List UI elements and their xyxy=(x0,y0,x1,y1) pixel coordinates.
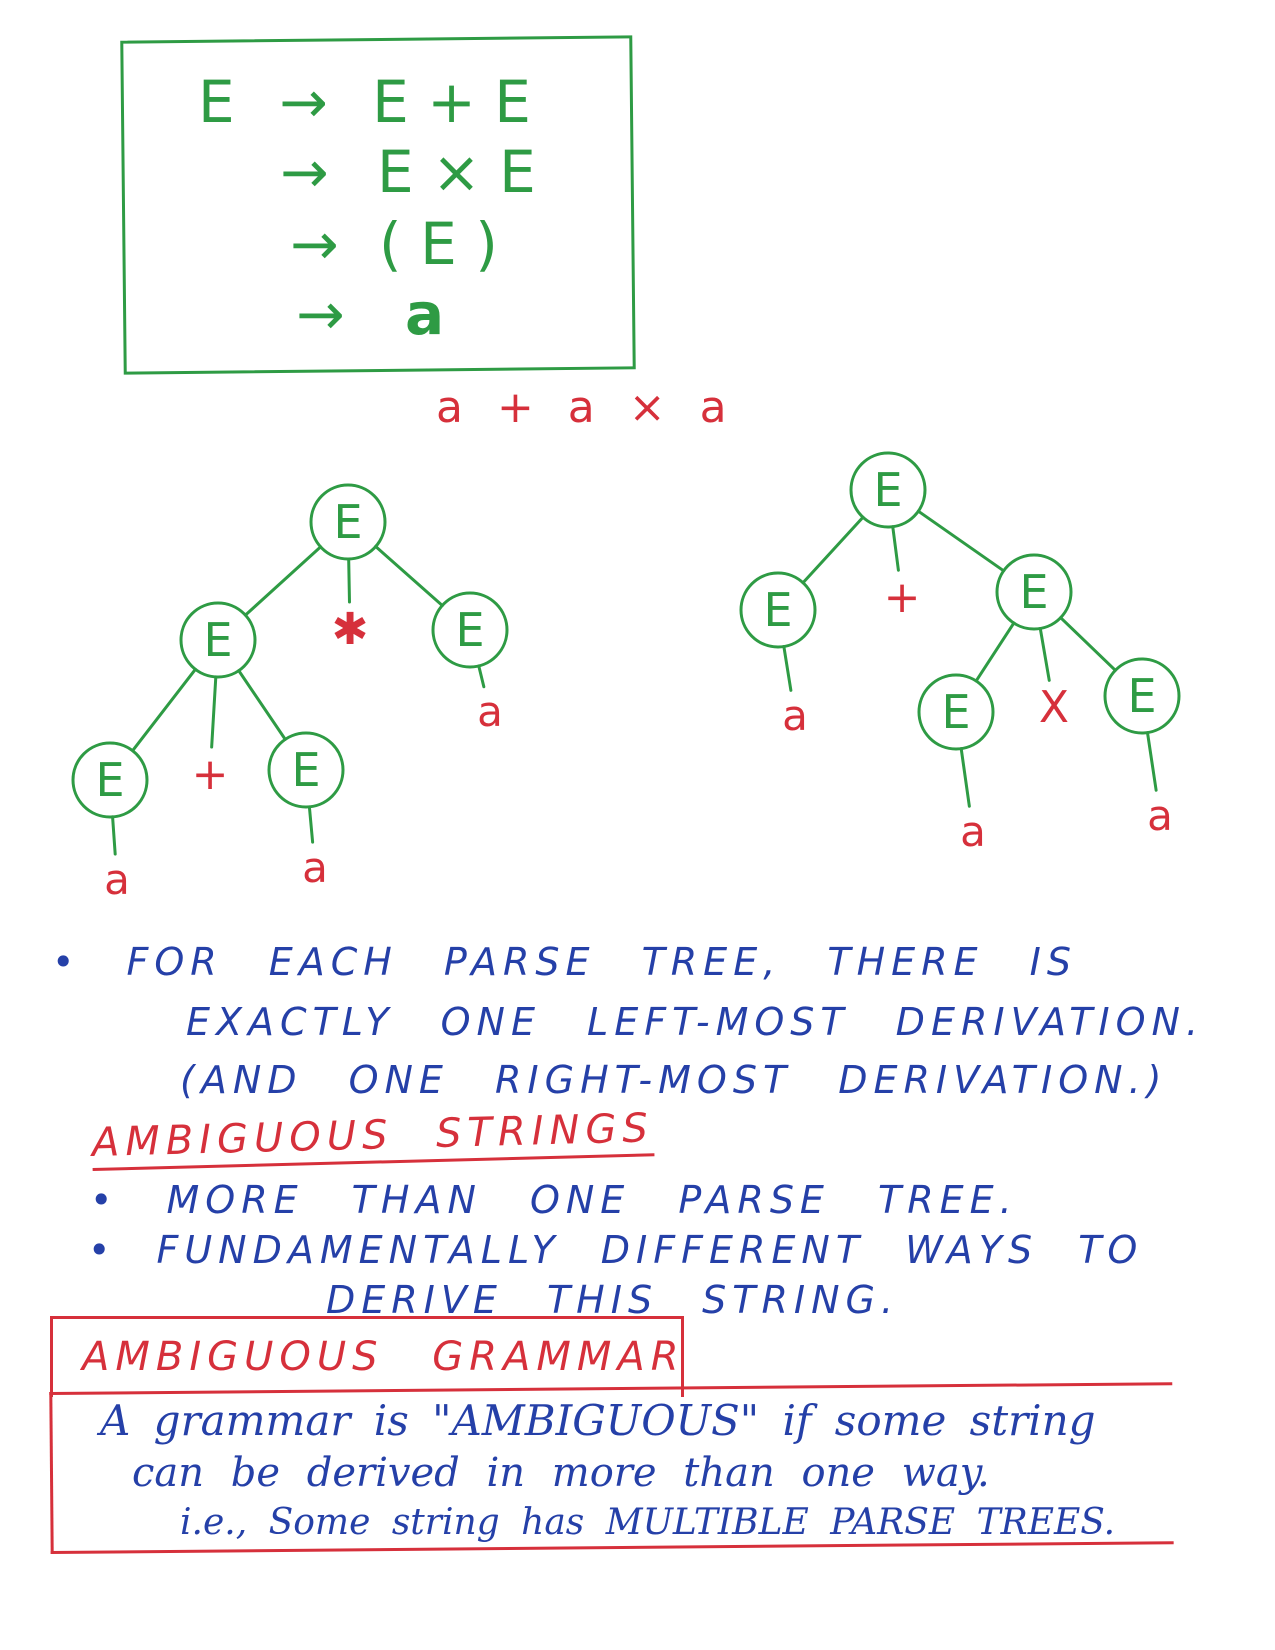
tree-node-label: E xyxy=(203,613,232,667)
rule-arrow: → xyxy=(290,210,339,278)
tree-node-label: E xyxy=(1127,669,1156,723)
tree-edge xyxy=(782,645,793,692)
tree-edge xyxy=(974,621,1016,683)
rule-rhs: a xyxy=(405,280,445,348)
tree-terminal: a xyxy=(477,687,503,736)
tree-node-circle xyxy=(849,451,927,529)
tree-edge xyxy=(916,509,1006,573)
tree-edge xyxy=(131,667,197,753)
rule-arrow: → xyxy=(296,280,345,348)
tree-edge xyxy=(237,669,287,741)
ambiguous-strings-heading: AMBIGUOUS STRINGS xyxy=(91,1105,655,1171)
tree-node-label: E xyxy=(95,753,124,807)
grammar-rule-2: → E × E xyxy=(280,138,536,206)
tree-node-label: E xyxy=(1019,565,1048,619)
tree-operator: ✱ xyxy=(332,604,369,655)
tree-edge xyxy=(1038,626,1051,682)
tree-edge xyxy=(111,815,117,856)
ambiguous-strings-bullet-2-cont: DERIVE THIS STRING. xyxy=(326,1278,900,1322)
ambiguous-grammar-heading-box xyxy=(50,1316,684,1397)
note-bullet-1-line-1: • FOR EACH PARSE TREE, THERE IS xyxy=(52,940,1077,984)
input-string: a + a × a xyxy=(436,382,737,433)
tree-edge xyxy=(243,545,323,617)
ambiguous-grammar-line-1: A grammar is "AMBIGUOUS" if some string xyxy=(100,1396,1096,1445)
tree-edge xyxy=(374,545,444,607)
tree-node-circle xyxy=(309,483,387,561)
tree-node-circle xyxy=(71,741,149,819)
tree-terminal: a xyxy=(1147,791,1173,840)
tree-terminal: a xyxy=(960,807,986,856)
tree-node-circle xyxy=(739,571,817,649)
tree-edge xyxy=(891,525,900,572)
tree-edge xyxy=(1145,731,1158,792)
ambiguous-grammar-line-3: i.e., Some string has MULTIBLE PARSE TRE… xyxy=(180,1502,1116,1543)
tree-node-label: E xyxy=(333,495,362,549)
tree-node-label: E xyxy=(455,603,484,657)
tree-operator: + xyxy=(192,749,229,800)
tree-node-circle xyxy=(995,553,1073,631)
rule-rhs: E × E xyxy=(377,138,536,206)
tree-node-circle xyxy=(1103,657,1181,735)
tree-terminal: a xyxy=(302,843,328,892)
tree-node-label: E xyxy=(763,583,792,637)
tree-node-label: E xyxy=(873,463,902,517)
tree-edge xyxy=(347,557,351,604)
tree-edge xyxy=(307,805,315,844)
ambiguous-strings-bullet-1: • MORE THAN ONE PARSE TREE. xyxy=(90,1178,1018,1222)
ambiguous-grammar-heading: AMBIGUOUS GRAMMAR xyxy=(82,1334,685,1380)
ambiguous-strings-bullet-2: • FUNDAMENTALLY DIFFERENT WAYS TO xyxy=(88,1228,1144,1272)
tree-edge xyxy=(477,664,486,689)
tree-node-label: E xyxy=(291,743,320,797)
note-bullet-1-line-2: EXACTLY ONE LEFT-MOST DERIVATION. xyxy=(186,1000,1205,1044)
rule-lhs: E xyxy=(198,68,235,136)
grammar-rule-3: → ( E ) xyxy=(290,210,498,278)
tree-edge xyxy=(801,515,865,585)
grammar-rule-4: → a xyxy=(296,280,444,348)
tree-node-label: E xyxy=(941,685,970,739)
tree-node-circle xyxy=(179,601,257,679)
tree-edge xyxy=(1059,616,1117,672)
tree-edge xyxy=(959,747,971,808)
note-bullet-1-line-3: (AND ONE RIGHT-MOST DERIVATION.) xyxy=(180,1058,1168,1102)
rule-arrow: → xyxy=(279,68,328,136)
tree-operator: X xyxy=(1039,682,1069,733)
tree-node-circle xyxy=(917,673,995,751)
tree-terminal: a xyxy=(782,691,808,740)
tree-node-circle xyxy=(431,591,509,669)
rule-rhs: ( E ) xyxy=(379,210,498,278)
rule-rhs: E + E xyxy=(372,68,531,136)
grammar-rule-1: E → E + E xyxy=(198,68,531,136)
tree-terminal: a xyxy=(104,855,130,900)
tree-node-circle xyxy=(267,731,345,809)
tree-edge xyxy=(210,675,218,749)
tree-operator: + xyxy=(884,572,921,623)
rule-arrow: → xyxy=(280,138,329,206)
ambiguous-grammar-line-2: can be derived in more than one way. xyxy=(132,1450,990,1496)
